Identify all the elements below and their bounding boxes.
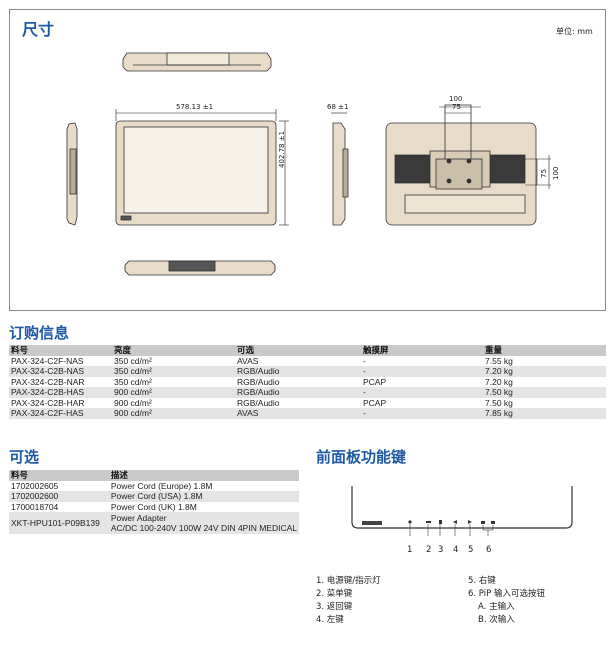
left-side-view-drawing [66,122,78,226]
power-button-icon [408,520,412,524]
header-option: 可选 [235,345,361,356]
legend-item-secondary-input: B. 次输入 [478,615,515,625]
dimension-drawings [66,52,551,276]
ordering-info-title: 订购信息 [9,324,70,342]
vesa-horizontal-outer-label: 100 [449,95,463,103]
table-row: XKT-HPU101-P09B139 Power Adapter AC/DC 1… [9,512,299,534]
right-button-icon [468,520,472,524]
legend-item-main-input: A. 主输入 [478,602,515,612]
legend-item-pip: 6. PiP 输入可选按钮 [468,589,545,599]
depth-dimension-label: 68 ±1 [327,103,349,111]
right-side-view-drawing [332,122,349,226]
callout-3: 3 [438,545,444,555]
legend-left: 1. 电源键/指示灯 2. 菜单键 3. 返回键 4. 左键 [316,575,381,627]
pip-input-a-button-icon [481,521,485,524]
front-view-drawing [115,120,277,226]
options-title: 可选 [9,448,40,466]
legend-item-back: 3. 返回键 [316,602,353,612]
callout-2: 2 [426,545,432,555]
legend-item-menu: 2. 菜单键 [316,589,353,599]
vesa-horizontal-inner-label: 75 [452,103,461,111]
vesa-vertical-outer-label: 100 [552,166,560,180]
legend-item-power: 1. 电源键/指示灯 [316,576,381,586]
top-view-drawing [122,52,272,72]
bottom-view-drawing [124,260,276,276]
left-button-icon [453,520,457,524]
header-part-number: 料号 [9,470,109,481]
header-description: 描述 [108,470,299,481]
height-dimension-label: 402.78 ±1 [278,130,286,168]
width-dimension-label: 578.13 ±1 [176,103,214,111]
vesa-vertical-inner-label: 75 [540,169,548,178]
header-weight: 重量 [483,345,606,356]
legend-item-left: 4. 左键 [316,615,344,625]
callout-4: 4 [453,545,459,555]
unit-label: 单位: mm [556,27,593,36]
header-touchscreen: 触摸屏 [361,345,483,356]
header-brightness: 亮度 [112,345,235,356]
options-table-header: 料号 描述 [9,470,299,481]
legend-item-right: 5. 右键 [468,576,496,586]
ordering-table-header: 料号 亮度 可选 触摸屏 重量 [9,345,606,356]
header-part-number: 料号 [9,345,112,356]
rear-view-drawing [385,104,537,226]
pip-input-b-button-icon [491,521,495,524]
menu-button-icon [426,521,431,523]
dimensions-title: 尺寸 [22,20,55,39]
callout-5: 5 [468,545,474,555]
callout-1: 1 [407,545,413,555]
front-panel-title: 前面板功能键 [316,448,407,466]
front-panel-drawing [351,486,573,536]
callout-6: 6 [486,545,492,555]
legend-right: 5. 右键 6. PiP 输入可选按钮 A. 主输入 B. 次输入 [468,575,545,627]
dimensions-panel [9,9,606,311]
back-button-icon [439,520,442,524]
